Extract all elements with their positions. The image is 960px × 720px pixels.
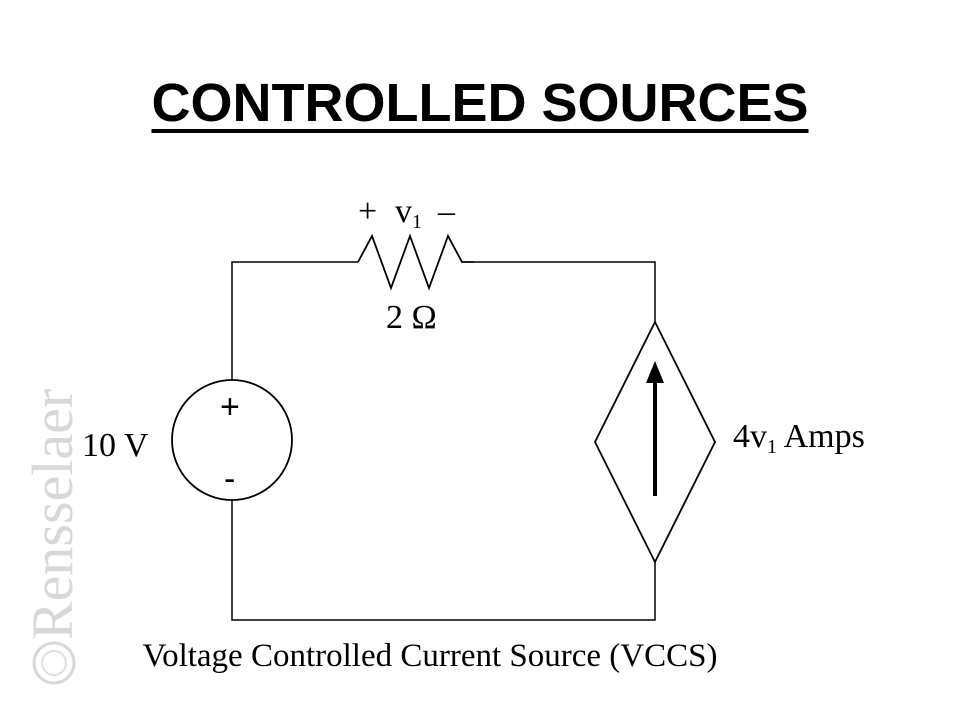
seal-icon bbox=[32, 641, 76, 685]
dependent-current-source bbox=[593, 319, 717, 565]
slide-title: CONTROLLED SOURCES bbox=[151, 73, 809, 133]
v1-plus-sign: + bbox=[358, 193, 377, 230]
wire-bottom bbox=[231, 500, 656, 621]
v1-variable: v bbox=[395, 193, 412, 230]
v1-subscript: 1 bbox=[412, 211, 422, 233]
current-arrow-icon bbox=[646, 361, 664, 496]
dependent-source-coeff: 4v bbox=[733, 418, 767, 455]
resistor-value-label: 2 Ω bbox=[386, 299, 437, 336]
circuit-wires bbox=[231, 261, 656, 621]
resistor-2-ohm bbox=[357, 233, 474, 291]
dependent-source-label: 4v1 Amps bbox=[733, 418, 865, 458]
watermark-text: Rensselaer bbox=[20, 389, 85, 640]
diagram-caption: Voltage Controlled Current Source (VCCS) bbox=[143, 638, 718, 674]
source-minus-sign: - bbox=[224, 460, 235, 498]
v1-minus-sign: – bbox=[437, 193, 456, 230]
dependent-source-subscript: 1 bbox=[767, 436, 777, 458]
wire-right-top bbox=[474, 261, 656, 322]
source-plus-sign: + bbox=[220, 388, 240, 426]
rensselaer-watermark: Rensselaer bbox=[20, 389, 85, 685]
dependent-source-unit: Amps bbox=[777, 418, 865, 455]
voltage-source-10v bbox=[171, 379, 293, 501]
source-voltage-label: 10 V bbox=[82, 427, 149, 464]
wire-left-top bbox=[231, 261, 358, 380]
